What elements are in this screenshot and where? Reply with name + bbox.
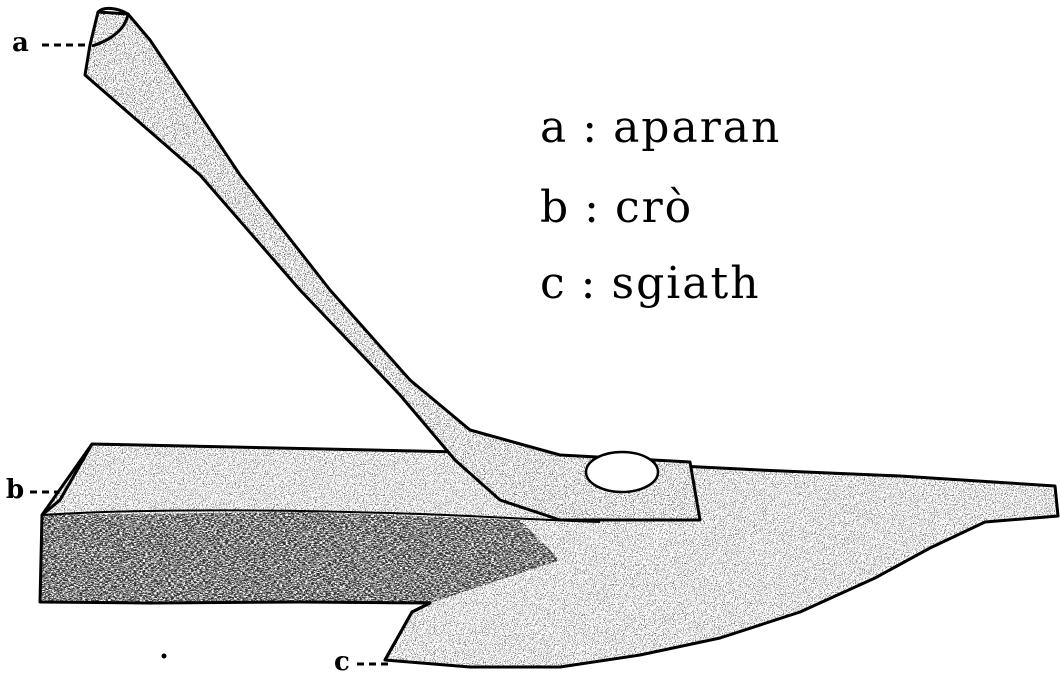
legend-term: aparan <box>613 106 781 150</box>
label-a: a <box>12 30 29 56</box>
legend-term: sgiath <box>611 262 760 306</box>
legend-separator: : <box>584 186 601 230</box>
legend-separator: : <box>581 262 598 306</box>
legend-separator: : <box>582 106 599 150</box>
handle-peg <box>586 452 658 492</box>
legend-key: c <box>540 262 567 306</box>
label-b: b <box>6 477 24 503</box>
legend-key: b <box>540 186 570 230</box>
legend-term: crò <box>615 186 693 230</box>
legend-item-a: a: aparan <box>540 106 781 150</box>
legend-key: a <box>540 106 568 150</box>
legend-item-b: b: crò <box>540 186 693 230</box>
stray-dot <box>162 654 167 659</box>
label-c: c <box>334 649 350 675</box>
legend-item-c: c: sgiath <box>540 262 761 306</box>
